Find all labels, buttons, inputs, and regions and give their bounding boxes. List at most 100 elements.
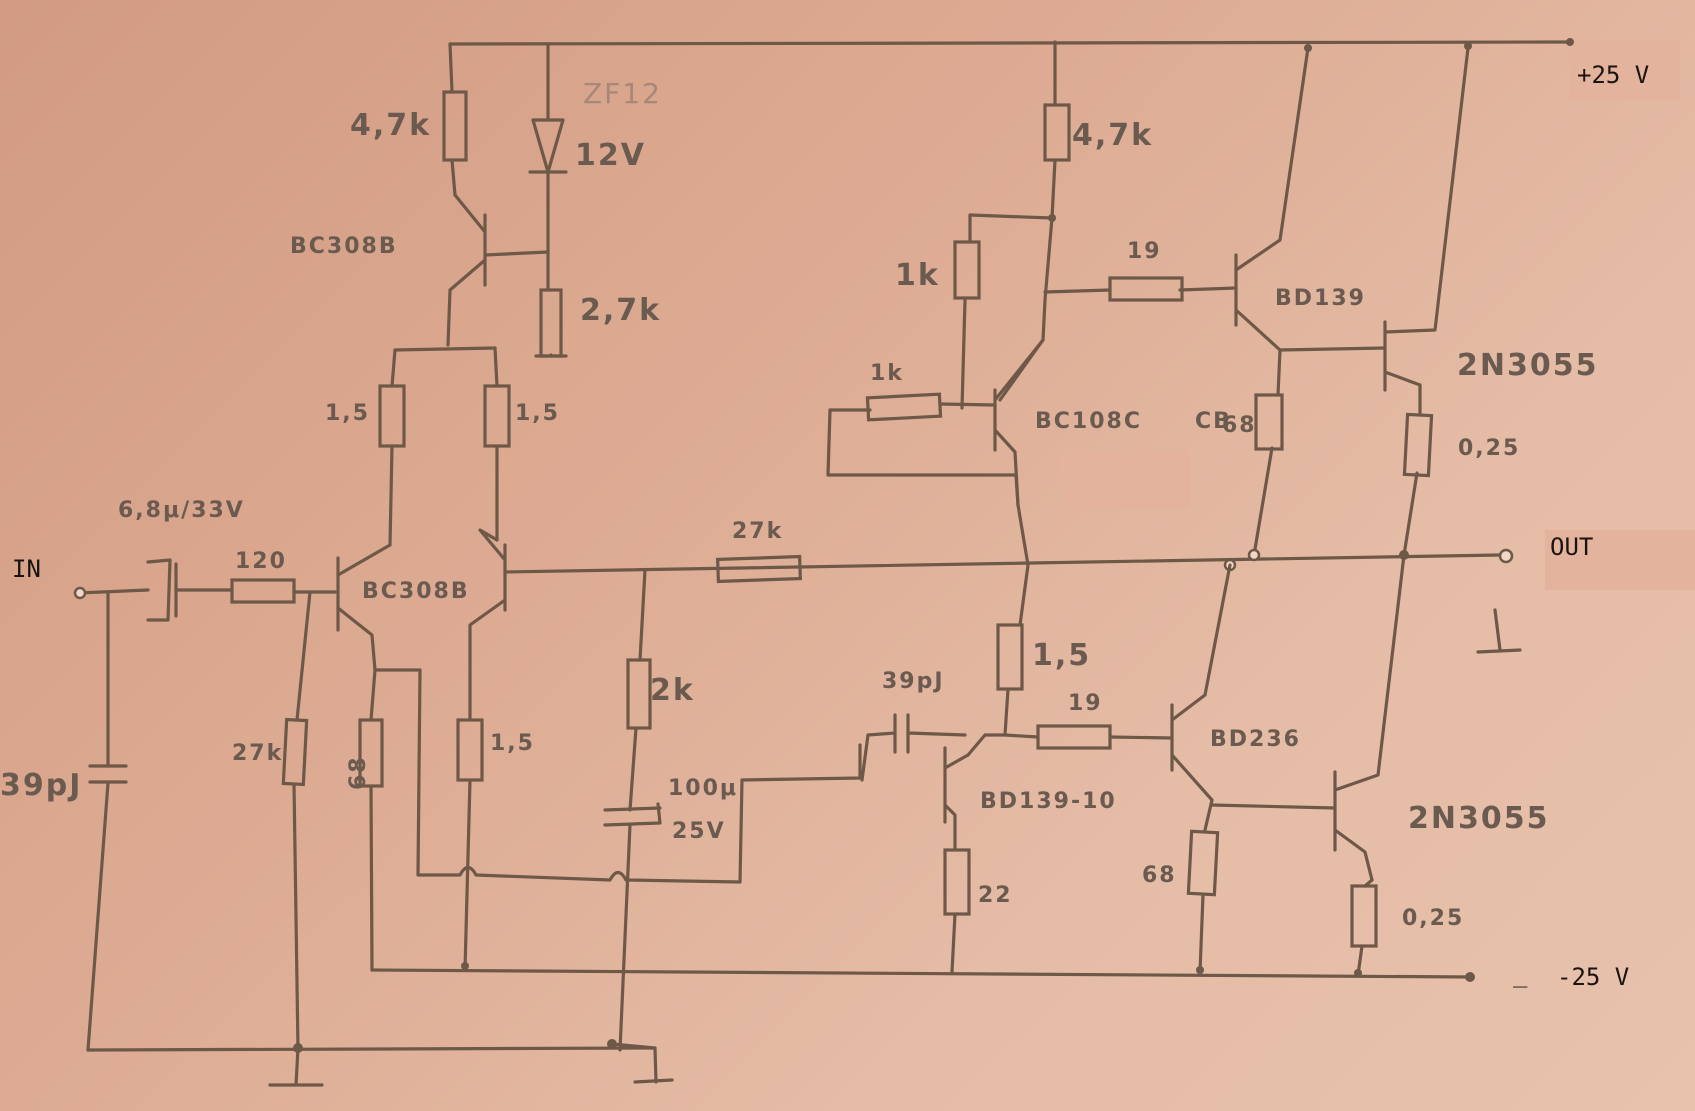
- input-label: IN: [12, 555, 41, 583]
- zener-voltage-label: 12V: [575, 138, 646, 173]
- feedback-shunt-resistor-label: 2k: [650, 673, 695, 708]
- junction: [1304, 44, 1312, 52]
- junction: [1464, 42, 1472, 50]
- top-right-resistor: [1043, 103, 1071, 162]
- vas-emitter-wire: [950, 912, 957, 974]
- positive-rail-terminal: [1566, 38, 1574, 46]
- feedback-shunt-resistor: [626, 658, 652, 730]
- bias-mid-wire: [966, 687, 1040, 757]
- negative-dash: _: [1513, 960, 1528, 988]
- driver-top-emitter-wire: [1252, 348, 1282, 557]
- top-left-wire: [448, 42, 457, 197]
- vas-transistor-label: BD139-10: [980, 789, 1117, 814]
- driver-bottom-transistor-label: BD236: [1210, 727, 1301, 752]
- top-left-resistor: [442, 90, 468, 162]
- positive-supply-label: +25 V: [1577, 61, 1649, 89]
- driver-top-transistor-label: BD139: [1275, 286, 1366, 311]
- diff-low-resistor-label: 1,5: [490, 731, 535, 756]
- emitter-resistor-label: 68: [346, 755, 371, 790]
- feedback-cap: [603, 802, 662, 1052]
- faint-patch: [1060, 450, 1190, 510]
- feedback-cap-voltage-label: 25V: [672, 819, 726, 844]
- junction: [461, 962, 469, 970]
- output-top-emitter-wire: [1402, 383, 1422, 557]
- emitter-wire: [369, 668, 377, 972]
- vas-emitter-resistor: [943, 848, 971, 916]
- diff-pair-right-transistor: [468, 528, 507, 720]
- vas-transistor: [943, 746, 970, 850]
- bias-mid-resistor: [996, 623, 1024, 691]
- zener-bias-resistor-label: 2,7k: [580, 293, 661, 328]
- ground-symbol-right: [610, 1042, 674, 1084]
- output-label: OUT: [1550, 533, 1593, 561]
- top-right-wire: [1050, 40, 1057, 220]
- input-filter-cap-label: 39pJ: [0, 768, 82, 803]
- feedback-resistor-label: 27k: [732, 519, 783, 544]
- driver-bottom-resistor-label: 19: [1068, 691, 1103, 716]
- negative-rail: [370, 968, 1472, 979]
- output-top-base-wire: [1278, 346, 1387, 352]
- vbe-transistor-label: BC108C: [1035, 409, 1142, 434]
- vas-cap: [860, 713, 967, 782]
- zener-bias-ground: [534, 353, 568, 358]
- vbe-transistor-note: CB: [1195, 409, 1232, 434]
- vbe-top-resistor-label: 1k: [895, 258, 940, 293]
- output-bottom-resistor: [1350, 884, 1378, 948]
- diff-left-resistor: [378, 384, 406, 448]
- input-bias-resistor: [281, 717, 309, 787]
- driver-top-emitter-resistor-label: 68: [1222, 413, 1257, 438]
- output-top-resistor-label: 0,25: [1458, 436, 1520, 461]
- output-bottom-transistor-label: 2N3055: [1408, 801, 1549, 836]
- ground-rail: [86, 1046, 657, 1052]
- output-top-transistor: [1383, 46, 1470, 392]
- input-cap-label: 6,8μ/33V: [118, 498, 245, 523]
- vbe-bottom-resistor-label: 1k: [870, 361, 904, 386]
- input-filter-cap: [88, 764, 128, 784]
- junction: [1247, 548, 1261, 562]
- diff-pair-left-transistor: [336, 543, 392, 672]
- vas-emitter-resistor-label: 22: [978, 883, 1013, 908]
- top-left-resistor-label: 4,7k: [350, 108, 431, 143]
- input-terminal: [73, 586, 87, 600]
- diff-right-resistor-label: 1,5: [515, 401, 560, 426]
- emitter-cross: [373, 668, 862, 884]
- feedback-resistor: [715, 554, 803, 584]
- current-source-transistor: [446, 193, 550, 347]
- positive-rail: [448, 40, 1572, 46]
- faint-patch: [1570, 40, 1680, 100]
- output-load-symbol: [1476, 608, 1522, 654]
- diff-low-resistor: [456, 718, 484, 782]
- zener-bias-resistor: [539, 288, 563, 358]
- diff-left-resistor-label: 1,5: [325, 401, 370, 426]
- input-bias-resistor-label: 27k: [232, 741, 283, 766]
- negative-supply-label: -25 V: [1557, 963, 1629, 991]
- driver-top-resistor: [1108, 276, 1184, 302]
- driver-top-resistor-wire: [1043, 286, 1238, 294]
- driver-bottom-emitter-resistor-label: 68: [1142, 863, 1177, 888]
- vas-cap-label: 39pJ: [882, 669, 945, 694]
- faint-patch: [1545, 530, 1695, 590]
- input-wire: [76, 588, 150, 595]
- driver-bottom-transistor: [1170, 563, 1232, 802]
- junction: [1196, 966, 1204, 974]
- junction: [1354, 969, 1362, 977]
- vbe-transistor: [993, 338, 1045, 507]
- input-filter-wire: [86, 590, 110, 1052]
- diff-top-split: [393, 346, 497, 352]
- driver-bottom-resistor: [1036, 724, 1112, 750]
- feedback-shunt-wire: [628, 568, 647, 812]
- input-bias-wire: [292, 590, 312, 1052]
- vbe-bottom-wire: [826, 402, 1020, 507]
- driver-bottom-emitter-resistor: [1186, 829, 1220, 897]
- vbe-network-wire: [960, 213, 1054, 410]
- output-bottom-base-wire: [1210, 803, 1337, 810]
- diff-pair-transistor-label: BC308B: [362, 579, 470, 604]
- vbe-bottom-resistor: [865, 392, 943, 422]
- current-source-transistor-label: BC308B: [290, 234, 398, 259]
- output-bottom-transistor: [1333, 553, 1406, 882]
- top-right-resistor-label: 4,7k: [1072, 118, 1153, 153]
- diff-left-wire: [388, 348, 397, 547]
- feedback-cap-label: 100μ: [668, 776, 738, 801]
- input-cap: [146, 558, 234, 622]
